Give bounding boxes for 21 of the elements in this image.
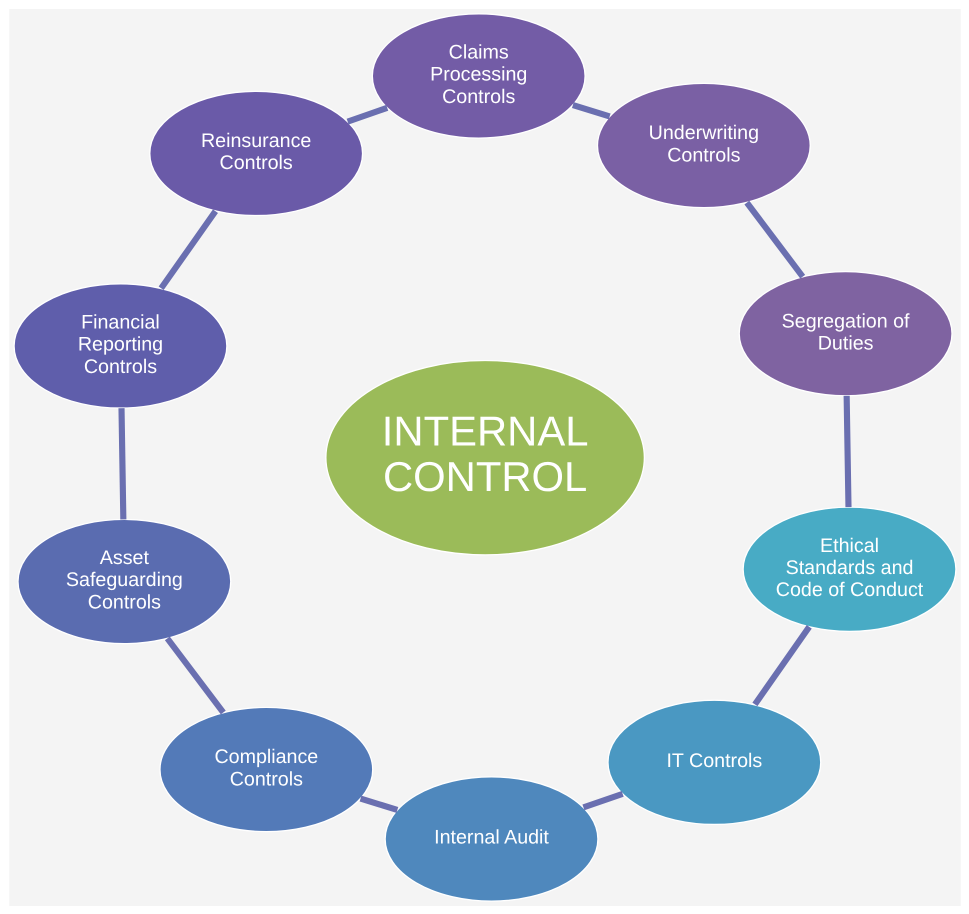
node-ellipse: Financial Reporting Controls: [13, 282, 227, 408]
connector: [843, 395, 852, 507]
node-ellipse: IT Controls: [606, 699, 821, 825]
node-ellipse: Ethical Standards and Code of Conduct: [742, 506, 956, 632]
connector: [164, 636, 226, 714]
node-ellipse: Asset Safeguarding Controls: [16, 518, 231, 644]
node-ellipse: Internal Audit: [384, 776, 598, 902]
connector: [158, 208, 218, 290]
node-ellipse: Reinsurance Controls: [148, 90, 363, 216]
node-ellipse: INTERNAL CONTROL: [324, 359, 644, 555]
node-ellipse: Segregation of Duties: [738, 270, 952, 396]
node-ellipse: Claims Processing Controls: [371, 12, 586, 138]
connector: [346, 104, 388, 124]
node-ellipse: Compliance Controls: [158, 706, 373, 832]
connector: [744, 200, 805, 278]
connector: [752, 624, 812, 706]
connector: [118, 408, 126, 519]
node-ellipse: Underwriting Controls: [596, 82, 810, 208]
connector: [571, 102, 610, 119]
connector: [359, 795, 398, 812]
connector: [582, 790, 624, 810]
